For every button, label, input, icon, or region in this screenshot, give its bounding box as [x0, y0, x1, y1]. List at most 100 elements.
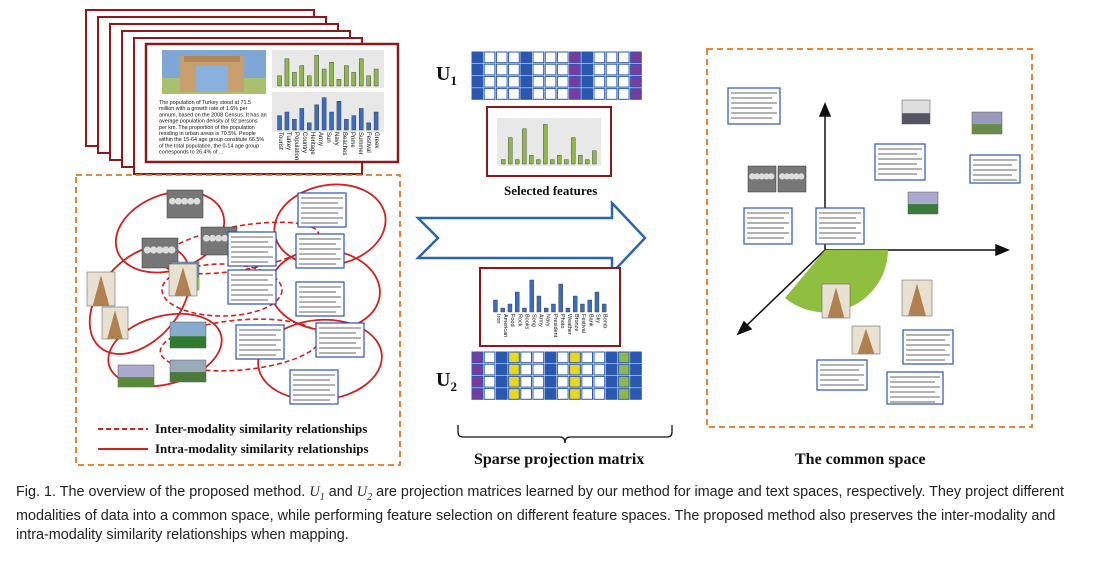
matrix-cell	[471, 63, 484, 76]
photo-figure	[763, 173, 770, 180]
photo-ground	[902, 113, 930, 124]
matrix-cell	[569, 88, 581, 100]
histogram-bar	[344, 118, 349, 131]
matrix-cell	[483, 375, 496, 388]
histogram-bar	[336, 78, 342, 87]
matrix-cell	[520, 351, 532, 364]
caption-var-u1: U1	[309, 484, 325, 503]
histogram-bar	[344, 65, 349, 87]
vocab-word: Country	[301, 132, 307, 153]
matrix-cell	[483, 75, 496, 88]
matrix-cell	[544, 375, 557, 388]
matrix-cell	[569, 388, 581, 400]
matrix-cell	[483, 351, 496, 364]
histogram-bar	[277, 75, 282, 87]
histogram-bar	[522, 307, 527, 313]
matrix-cell	[495, 363, 508, 376]
matrix-cell	[569, 363, 581, 376]
matrix-cell	[544, 363, 557, 376]
matrix-cell	[520, 75, 532, 88]
matrix-cell	[593, 88, 606, 100]
matrix-cell	[605, 51, 618, 64]
matrix-cell	[495, 75, 508, 88]
caption-part-3: are projection matrices learned by our m…	[16, 484, 1065, 543]
matrix-cell	[483, 63, 496, 76]
photo-figure	[203, 234, 210, 242]
histogram-bar	[571, 137, 576, 165]
matrix-cell	[508, 388, 520, 400]
matrix-cell	[483, 363, 496, 376]
vocab-word: Photo	[559, 314, 565, 328]
photo-figure	[749, 173, 756, 180]
vocab-word: Weather	[566, 314, 572, 335]
matrix-cell	[569, 351, 581, 364]
histogram-bar	[522, 128, 527, 165]
matrix-cell	[508, 351, 520, 364]
text-document: The population of Turkey stood at 71.5mi…	[158, 100, 267, 156]
matrix-cell	[569, 75, 581, 88]
u1-matrix	[471, 51, 642, 100]
matrix-cell	[617, 351, 630, 364]
matrix-cell	[605, 75, 618, 88]
matrix-cell	[630, 63, 642, 76]
doc-line: annum, based on the 2008 Census. It has …	[159, 112, 267, 118]
matrix-cell	[471, 351, 484, 364]
matrix-cell	[617, 88, 630, 100]
vocab-word: Sun	[325, 132, 331, 143]
matrix-cell	[556, 375, 569, 388]
common-space-sector	[785, 250, 888, 313]
photo-figure	[168, 246, 176, 254]
histogram-bar	[321, 68, 327, 87]
matrix-cell	[483, 88, 496, 100]
histogram-bar	[565, 307, 571, 313]
photo-figure	[162, 246, 170, 254]
matrix-cell	[617, 51, 630, 64]
vocab-word: Rock	[516, 314, 522, 327]
histogram-bar	[573, 295, 578, 313]
matrix-cell	[605, 351, 618, 364]
matrix-cell	[581, 63, 593, 76]
histogram-bar	[508, 137, 513, 165]
vocab-word: Iron	[495, 314, 501, 323]
histogram-bar	[493, 299, 498, 313]
matrix-cell	[544, 75, 557, 88]
histogram-bar	[500, 307, 505, 313]
matrix-cell	[617, 63, 630, 76]
matrix-cell	[495, 351, 508, 364]
matrix-cell	[593, 388, 606, 400]
common-space-label: The common space	[795, 451, 926, 468]
vocab-word: Bronze	[573, 314, 579, 331]
matrix-cell	[556, 63, 569, 76]
matrix-cell	[593, 363, 606, 376]
histogram-bar	[515, 291, 520, 313]
photo-figure	[788, 173, 795, 180]
photo-figure	[209, 234, 216, 242]
matrix-cell	[532, 88, 545, 100]
histogram-bar	[592, 150, 597, 165]
matrix-cell	[617, 388, 630, 400]
matrix-cell	[630, 88, 642, 100]
legend: Inter-modality similarity relationships …	[98, 421, 369, 456]
vocab-word: Army	[538, 314, 544, 327]
matrix-cell	[508, 75, 520, 88]
photo-figure	[768, 173, 775, 180]
text-doc-thumbnail	[969, 154, 1021, 184]
matrix-cell	[569, 375, 581, 388]
text-doc-thumbnail	[297, 192, 347, 228]
matrix-cell	[556, 351, 569, 364]
vocab-word: Beaches	[341, 132, 347, 155]
matrix-cell	[495, 375, 508, 388]
matrix-cell	[593, 351, 606, 364]
matrix-cell	[471, 388, 484, 400]
matrix-cell	[630, 75, 642, 88]
photo-figure	[156, 246, 164, 254]
doc-line: of the total population, the 0-14 age gr…	[159, 143, 259, 149]
photo-figure	[221, 234, 229, 242]
histogram-bar	[284, 58, 290, 87]
histogram-bar	[314, 55, 319, 87]
matrix-cell	[508, 363, 520, 376]
